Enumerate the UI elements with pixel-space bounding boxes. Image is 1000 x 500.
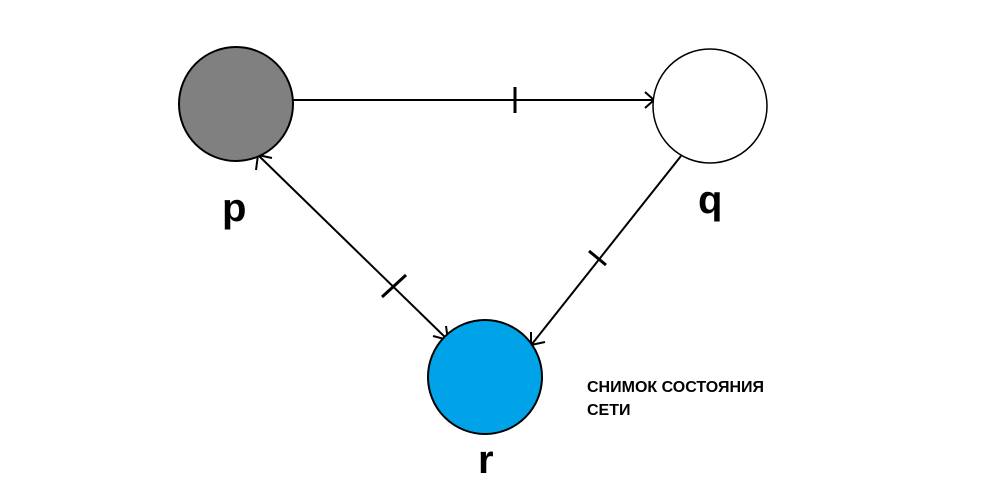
edge-q-to-r bbox=[530, 155, 682, 347]
node-p-circle bbox=[178, 46, 294, 162]
caption-line-1: СНИМОК СОСТОЯНИЯ bbox=[587, 379, 765, 396]
edge-tick-mark bbox=[380, 273, 408, 299]
node-q-circle bbox=[652, 48, 768, 164]
caption-line-2: СЕТИ bbox=[587, 402, 631, 419]
snapshot-caption: СНИМОК СОСТОЯНИЯ СЕТИ bbox=[587, 376, 787, 422]
edge-p-r-bidirectional bbox=[255, 153, 450, 342]
node-r-label: r bbox=[478, 438, 494, 482]
node-q-label: q bbox=[698, 178, 723, 222]
edge-p-to-q bbox=[292, 87, 656, 113]
edge-tick-mark bbox=[588, 249, 607, 267]
node-p-label: p bbox=[222, 186, 247, 230]
node-r-circle bbox=[427, 319, 543, 435]
